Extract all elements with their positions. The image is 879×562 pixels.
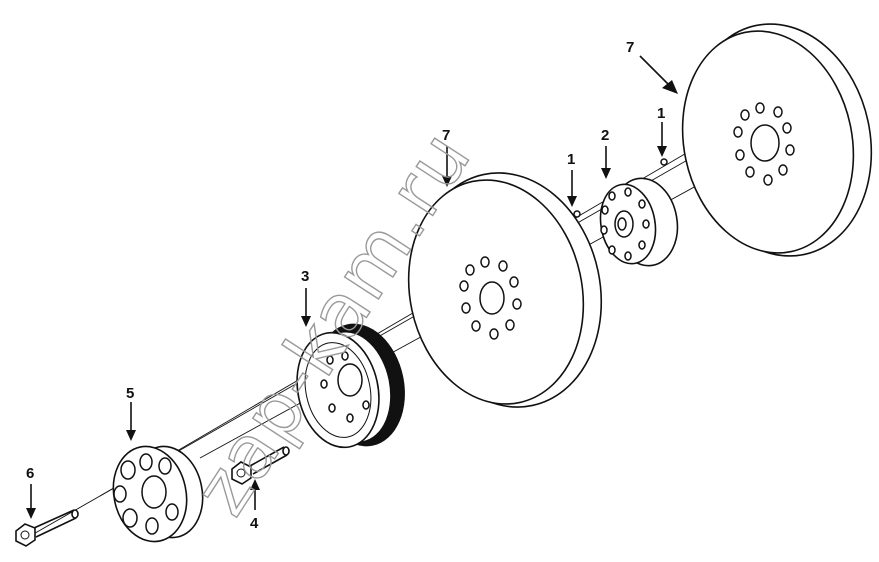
bolt-with-nut	[231, 446, 290, 485]
callout-1-front: 1	[567, 151, 575, 168]
dowel-pins	[573, 158, 668, 218]
callout-7-rear: 7	[626, 39, 634, 56]
spacer-hub	[599, 177, 679, 267]
callout-1-rear: 1	[657, 105, 665, 122]
callout-labels: 6 5 3 4 7 1 2 1 7	[26, 39, 665, 532]
callout-3: 3	[301, 268, 309, 285]
large-disc-rear	[681, 23, 873, 257]
callout-6: 6	[26, 465, 34, 482]
callout-2: 2	[601, 127, 609, 144]
callout-arrows	[26, 55, 678, 519]
damper-pulley	[296, 323, 405, 449]
large-disc-front	[407, 172, 603, 408]
callout-5: 5	[126, 385, 134, 402]
callout-4: 4	[250, 515, 259, 532]
callout-7-front: 7	[442, 127, 450, 144]
hub-bolt	[15, 509, 79, 547]
adapter-hub	[112, 445, 204, 543]
